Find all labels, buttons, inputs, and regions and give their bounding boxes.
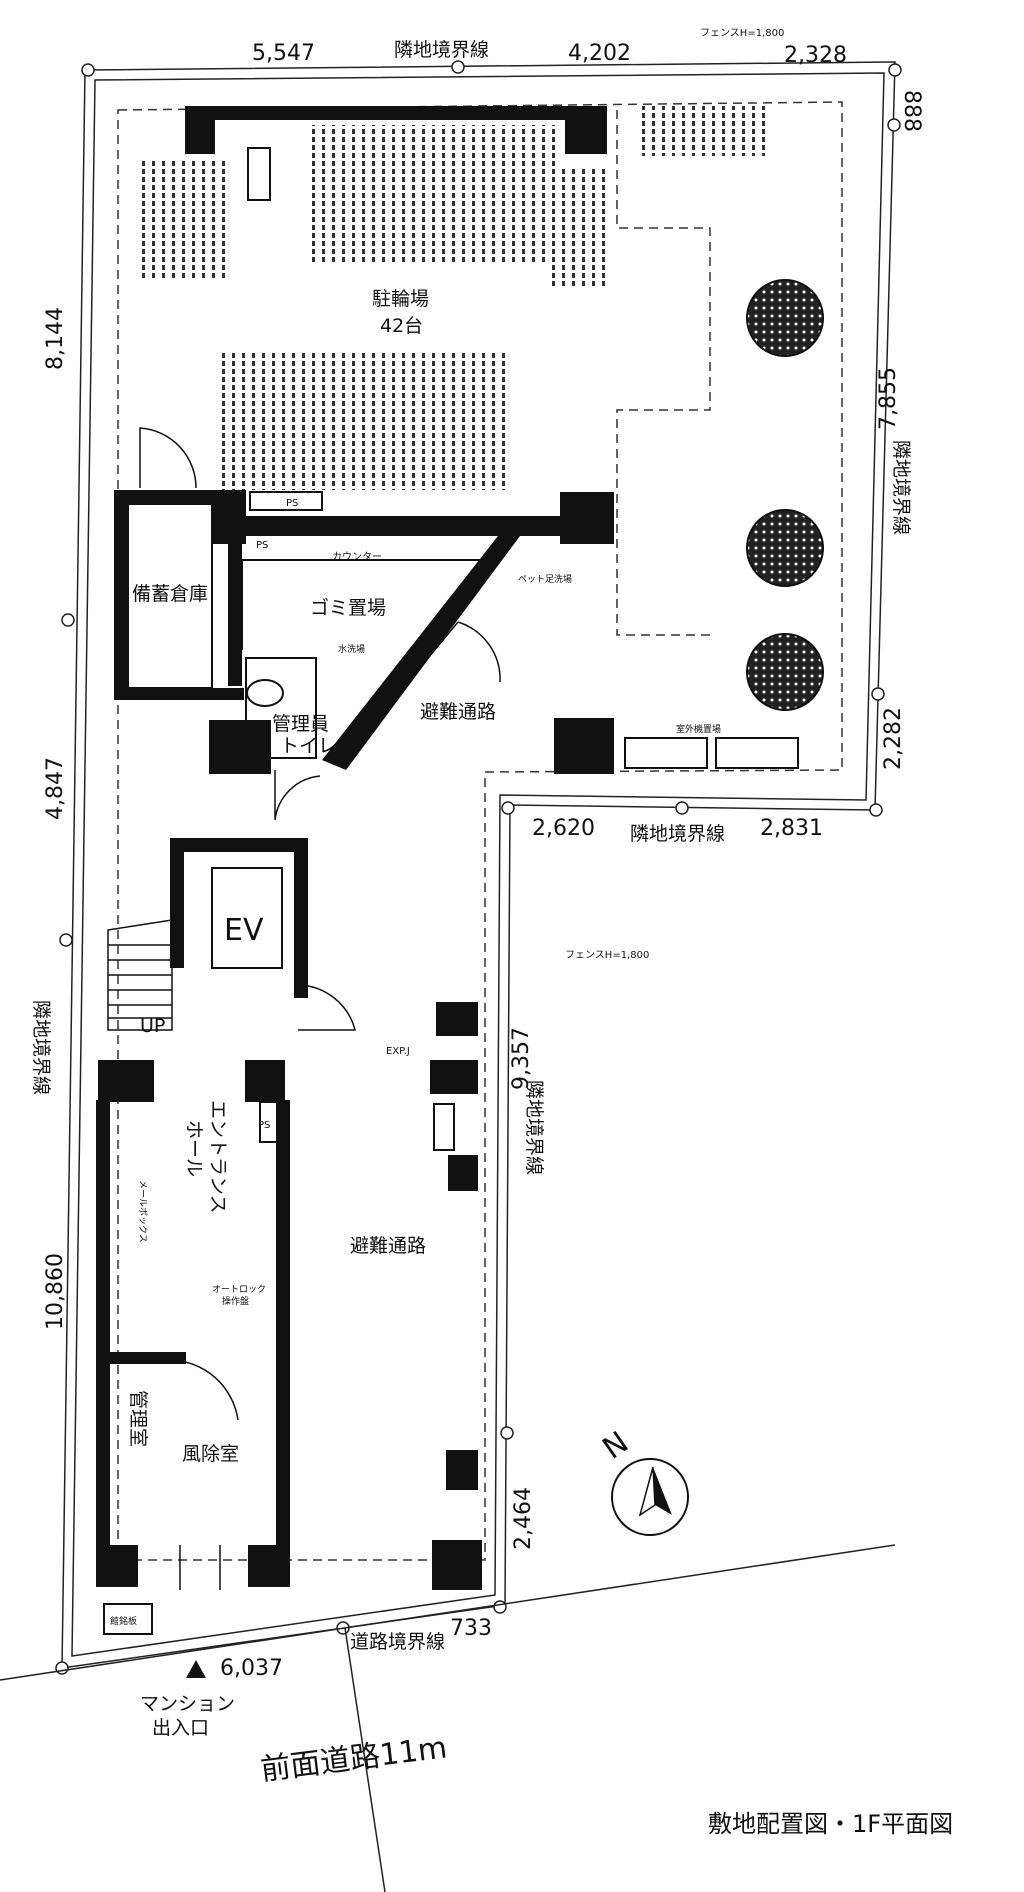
- doors: [139, 427, 501, 1590]
- toilet-line1: 管理員: [272, 713, 329, 735]
- dim-right-bottom: 2,464: [511, 1487, 536, 1550]
- room-escape-upper: 避難通路: [420, 701, 496, 723]
- page-title: 敷地配置図・1F平面図: [708, 1810, 953, 1838]
- room-counter: カウンター: [332, 551, 382, 563]
- dim-right-step: 2,282: [881, 707, 906, 770]
- dim-left-bottom: 10,860: [43, 1253, 68, 1330]
- ps-mid: PS: [258, 1120, 270, 1131]
- room-mailbox: メールボックス: [137, 1180, 148, 1243]
- neighbor-top: 隣地境界線: [394, 39, 489, 61]
- room-pet: ペット足洗場: [518, 573, 572, 585]
- dim-top-left: 5,547: [252, 41, 315, 66]
- dim-step-right: 2,831: [760, 816, 823, 841]
- fence-right: フェンスH=1,800: [565, 950, 649, 961]
- ps-upper: PS: [286, 498, 298, 509]
- room-sink: 水洗場: [338, 643, 365, 655]
- garbage-wall: [322, 536, 520, 770]
- autolock-line2: 操作盤: [222, 1295, 249, 1307]
- north-arrow-icon: [611, 1458, 689, 1536]
- trees: [746, 279, 824, 711]
- label-up: UP: [140, 1015, 165, 1037]
- dim-top-corner: 888: [899, 90, 924, 132]
- room-escape-lower: 避難通路: [350, 1235, 426, 1257]
- road-name: 前面道路11m: [259, 1730, 449, 1788]
- autolock-line1: オートロック: [212, 1284, 266, 1295]
- toilet-icon: [246, 679, 284, 707]
- room-windbreak: 風除室: [182, 1443, 239, 1465]
- room-office: 管理室: [127, 1390, 149, 1447]
- dim-top-mid: 4,202: [568, 41, 631, 66]
- dim-left-top: 8,144: [43, 307, 68, 370]
- dim-left-mid: 4,847: [43, 757, 68, 820]
- room-outdoor: 室外機置場: [676, 723, 721, 735]
- boundary-markers: [55, 60, 902, 1675]
- dim-right-lower: 9,357: [509, 1027, 534, 1090]
- room-frames: [103, 117, 799, 1635]
- fence-top: フェンスH=1,800: [700, 28, 784, 39]
- entrance-line2: 出入口: [152, 1717, 209, 1739]
- ps-lower: PS: [256, 540, 268, 551]
- hall-line1: エントランス: [207, 1100, 229, 1214]
- label-expj: EXP.J: [386, 1046, 410, 1057]
- bicycle-racks: [140, 106, 765, 490]
- neighbor-right-upper: 隣地境界線: [890, 440, 912, 535]
- dim-bottom-left: 6,037: [220, 1656, 283, 1681]
- room-bicycle-count: 42台: [380, 315, 423, 337]
- building-outline: [117, 101, 843, 1561]
- dim-bottom-right: 733: [450, 1616, 492, 1641]
- road-line: [0, 1544, 896, 1892]
- neighbor-right-lower: 隣地境界線: [523, 1080, 545, 1175]
- entrance-marker-icon: [186, 1660, 206, 1678]
- room-sign: 館銘板: [110, 1615, 137, 1627]
- neighbor-step: 隣地境界線: [630, 823, 725, 845]
- stairs: [107, 919, 173, 1031]
- road-boundary: 道路境界線: [350, 1631, 445, 1653]
- hall-line2: ホール: [183, 1120, 205, 1177]
- room-storage: 備蓄倉庫: [132, 583, 208, 605]
- dim-step-left: 2,620: [532, 816, 595, 841]
- toilet-line2: トイレ: [280, 735, 337, 757]
- walls: [96, 106, 614, 1590]
- room-garbage: ゴミ置場: [310, 597, 386, 619]
- entrance-line1: マンション: [140, 1693, 235, 1715]
- room-bicycle: 駐輪場: [372, 288, 429, 310]
- neighbor-left: 隣地境界線: [30, 1000, 52, 1095]
- dim-right-upper: 7,855: [876, 367, 901, 430]
- north-label: N: [597, 1425, 635, 1467]
- dim-top-right: 2,328: [784, 43, 847, 68]
- room-ev: EV: [224, 913, 264, 948]
